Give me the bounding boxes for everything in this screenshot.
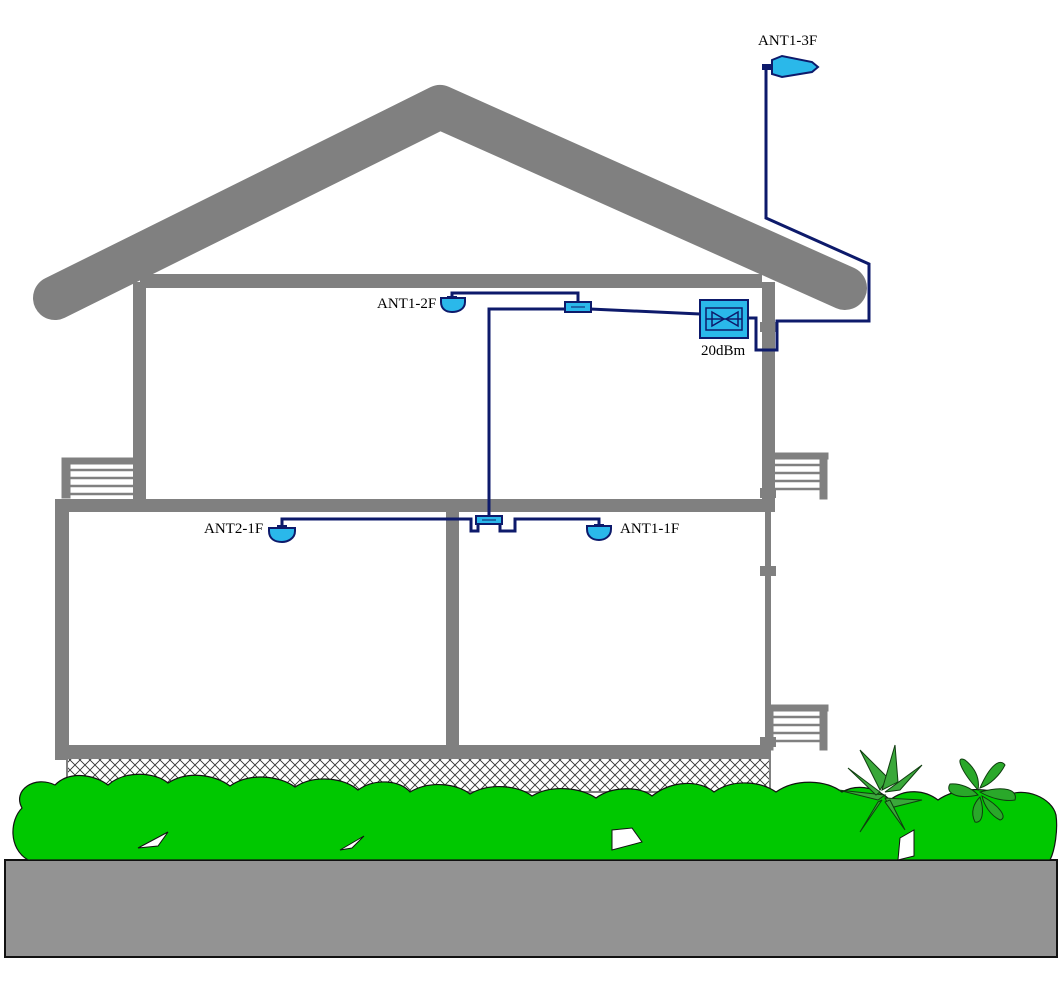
splitter-icon-1f[interactable] xyxy=(475,515,503,525)
ceiling-antenna-icon-ant1-1f[interactable] xyxy=(586,524,612,542)
house-structure xyxy=(55,274,776,790)
ground-slab xyxy=(4,859,1058,958)
signal-booster-icon[interactable] xyxy=(699,299,749,339)
spiky-plant xyxy=(837,744,923,833)
ceiling-antenna-icon-ant1-2f[interactable] xyxy=(440,296,466,314)
floor-slab-2f xyxy=(55,499,775,512)
cable-to-ant1-1f xyxy=(498,517,601,533)
balcony-railing-left xyxy=(61,457,145,499)
cable-outdoor-to-amplifier xyxy=(748,66,871,352)
cable-amplifier-to-splitter xyxy=(589,307,701,316)
label-ant1-1f: ANT1-1F xyxy=(620,521,679,537)
splitter-icon[interactable] xyxy=(564,301,592,313)
hedge-bushes xyxy=(12,773,1058,861)
balcony-railing-right-2f xyxy=(765,452,829,500)
downpipe-joint-d xyxy=(760,322,776,332)
roof xyxy=(33,85,867,320)
cable-splitter-down xyxy=(487,307,567,518)
left-wall-1f xyxy=(55,504,69,760)
yagi-antenna-icon[interactable] xyxy=(762,54,820,79)
ceiling-beam xyxy=(140,274,762,288)
cable-splitter-to-ant1-2f xyxy=(450,291,580,302)
downpipe xyxy=(765,300,771,790)
cable-to-ant2-1f xyxy=(280,517,480,533)
left-wall-2f xyxy=(133,282,146,504)
interior-wall-1f xyxy=(446,512,459,750)
label-ant1-3f: ANT1-3F xyxy=(758,33,817,49)
label-amplifier-gain: 20dBm xyxy=(701,343,746,359)
leafy-plant xyxy=(948,758,1016,823)
floor-slab-1f xyxy=(55,745,765,758)
ceiling-antenna-icon-ant2-1f[interactable] xyxy=(268,525,296,544)
coax-cables xyxy=(280,66,871,533)
balcony-railing-right-1f xyxy=(765,704,829,751)
label-ant1-2f: ANT1-2F xyxy=(377,296,436,312)
label-ant2-1f: ANT2-1F xyxy=(204,521,263,537)
stones xyxy=(137,827,915,861)
downpipe-joint-b xyxy=(760,566,776,576)
